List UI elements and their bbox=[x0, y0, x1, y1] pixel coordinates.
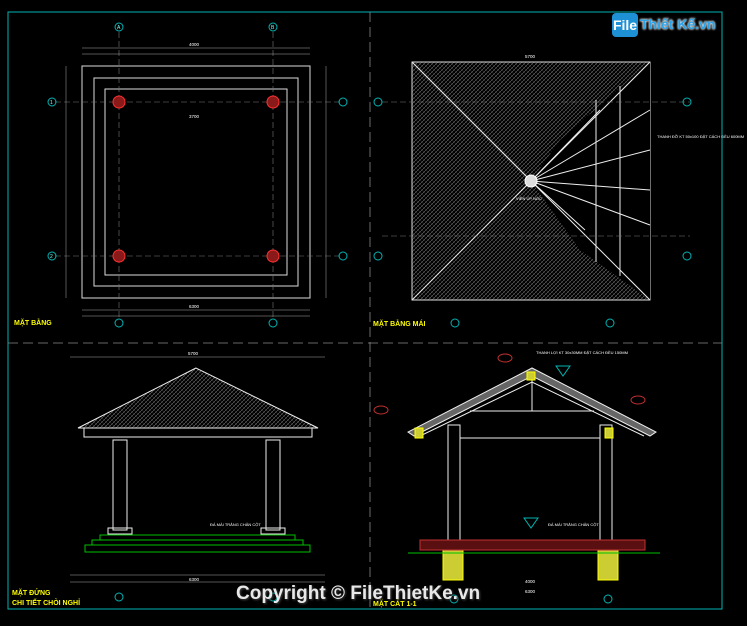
axis-b: B bbox=[271, 25, 275, 31]
dim-plan-span: 4000 bbox=[189, 42, 200, 47]
front-elevation bbox=[70, 356, 325, 602]
grid-bubbles-plan bbox=[47, 22, 348, 328]
dim-elev-total: 5700 bbox=[188, 351, 199, 356]
title-section: MẶT CẮT 1-1 bbox=[373, 599, 417, 608]
note-ridge: VIÊN ÚP NÓC bbox=[516, 196, 542, 201]
note-rafter: THANH ĐỠ KT 50x100 ĐẶT CÁCH ĐỀU 600MM bbox=[657, 134, 744, 139]
dim-section-span: 4000 bbox=[525, 579, 536, 584]
title-roof-plan: MẶT BẰNG MÁI bbox=[373, 319, 426, 328]
dim-elev-overall: 6300 bbox=[189, 577, 200, 582]
logo-text: Thiết Kế.vn bbox=[640, 16, 716, 32]
logo-mark: File bbox=[612, 13, 638, 37]
title-plan: MẶT BẰNG bbox=[14, 318, 52, 327]
note-column: ĐÁ MÀI TRẮNG CHÂN CỘT bbox=[210, 522, 261, 527]
copyright-watermark: Copyright © FileThietKe.vn bbox=[236, 583, 481, 604]
note-purlin: THANH LỢI KT 30x30MM ĐẶT CÁCH ĐỀU 150MM bbox=[536, 350, 628, 355]
title-detail: CHI TIẾT CHÒI NGHỈ bbox=[12, 597, 80, 607]
dim-plan-overall: 6300 bbox=[189, 304, 200, 309]
dim-roof-total: 5700 bbox=[525, 54, 536, 59]
axis-1: 1 bbox=[50, 100, 53, 106]
section-1-1 bbox=[373, 353, 660, 604]
drawing-frame bbox=[7, 11, 723, 610]
filethietke-logo: File Thiết Kế.vn bbox=[612, 13, 720, 39]
title-elevation: MẶT ĐỨNG bbox=[12, 588, 51, 597]
floor-plan bbox=[55, 32, 340, 318]
dim-plan-bay: 3700 bbox=[189, 114, 200, 119]
axis-2: 2 bbox=[50, 254, 53, 260]
note-section-column: ĐÁ MÀI TRẮNG CHÂN CỘT bbox=[548, 522, 599, 527]
axis-a: A bbox=[117, 25, 121, 31]
roof-plan bbox=[373, 61, 692, 328]
dim-section-overall: 6300 bbox=[525, 589, 536, 594]
